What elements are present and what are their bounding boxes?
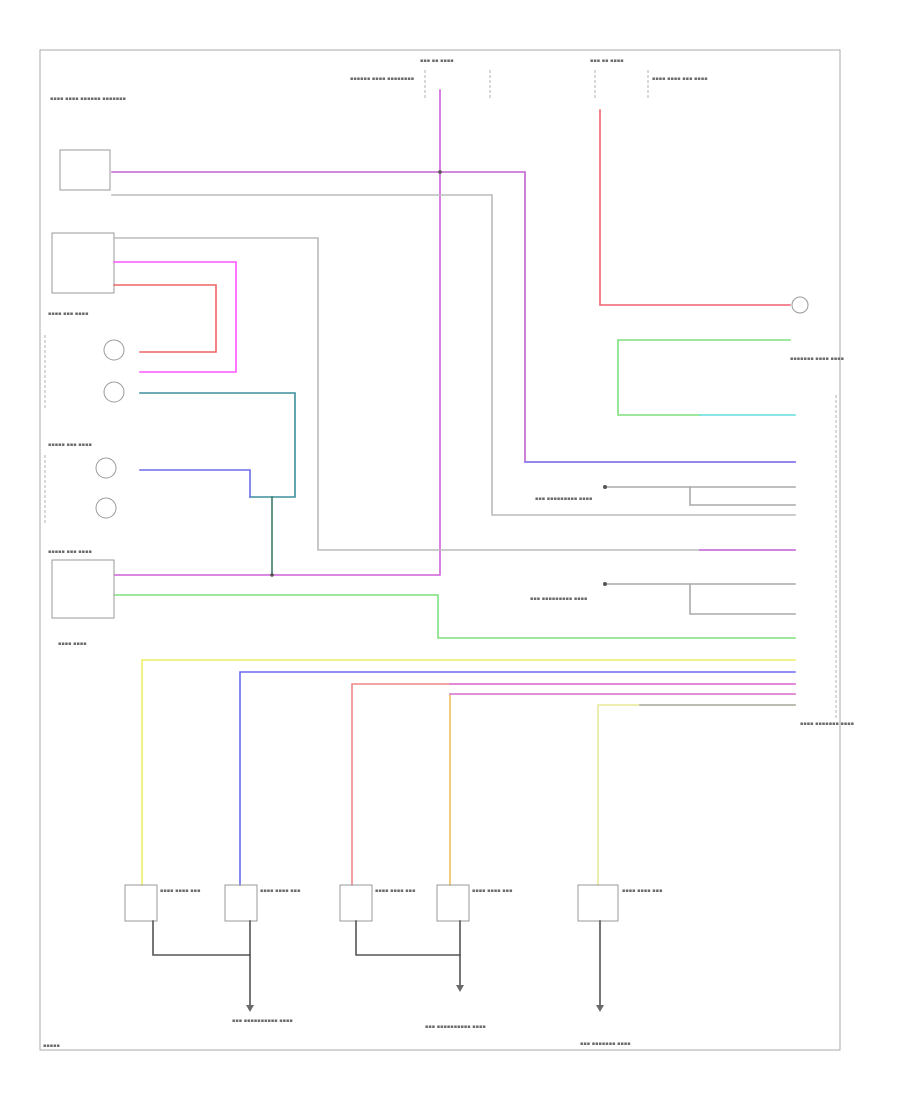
- wire-red-luggage: [599, 109, 791, 306]
- left-door-switch-label: ▪▪▪▪ ▪▪▪▪ ▪▪▪▪▪▪ ▪▪▪▪▪▪▪: [50, 96, 126, 102]
- fuse-note-a: ▪▪▪▪▪▪ ▪▪▪▪ ▪▪▪▪▪▪▪▪: [350, 76, 414, 82]
- door-switch-1-label: ▪▪▪▪ ▪▪▪▪ ▪▪▪: [160, 888, 200, 894]
- front-lamp-bulb-2: [95, 497, 117, 519]
- room-lamp-label: ▪▪▪▪ ▪▪▪▪: [58, 641, 87, 647]
- wire-red: [113, 284, 217, 353]
- door-switch-5-label: ▪▪▪▪ ▪▪▪▪ ▪▪▪: [622, 888, 662, 894]
- ground-symbol-b: [456, 985, 464, 992]
- wire-purple-main: [114, 89, 441, 576]
- room-lamp-box: [51, 559, 115, 619]
- wire-orange-bus: [449, 693, 796, 886]
- wire-junction-a2: [689, 486, 796, 506]
- door-switch-2: [224, 884, 258, 922]
- junction-dot-1: [438, 170, 442, 174]
- top-power-label-b: ▪▪▪ ▪▪ ▪▪▪▪: [590, 58, 624, 64]
- wire-purple-upper: [111, 171, 796, 463]
- luggage-lamp-bulb: [791, 296, 809, 314]
- wire-blue-bus: [239, 671, 796, 886]
- diagram-code: ▪▪▪▪▪: [43, 1043, 60, 1049]
- fuse-note-b: ▪▪▪▪ ▪▪▪▪ ▪▪▪ ▪▪▪▪: [652, 76, 708, 82]
- door-switch-3: [339, 884, 373, 922]
- junction-label-a: ▪▪▪ ▪▪▪▪▪▪▪▪▪ ▪▪▪▪: [535, 496, 592, 502]
- ground-symbol-c: [596, 1005, 604, 1012]
- wire-green-luggage: [617, 339, 791, 416]
- map-lamp-box: [51, 232, 115, 294]
- wire-ground-b: [355, 920, 461, 986]
- map-lamp-bulb-1: [103, 339, 125, 361]
- ground-label-b: ▪▪▪ ▪▪▪▪▪▪▪▪▪▪ ▪▪▪▪: [425, 1024, 486, 1030]
- ground-label-a: ▪▪▪ ▪▪▪▪▪▪▪▪▪▪ ▪▪▪▪: [232, 1018, 293, 1024]
- front-lamp-label-a: ▪▪▪▪▪ ▪▪▪ ▪▪▪▪: [48, 442, 92, 448]
- front-lamp-bulb-1: [95, 457, 117, 479]
- junction-dot-4: [603, 582, 607, 586]
- map-lamp-bulb-2: [103, 381, 125, 403]
- map-lamp-label: ▪▪▪▪ ▪▪▪ ▪▪▪▪: [48, 311, 88, 317]
- wire-yellow-bus: [141, 659, 796, 886]
- left-door-switch: [59, 149, 111, 191]
- wire-junction-b2: [689, 583, 796, 615]
- door-switch-3-label: ▪▪▪▪ ▪▪▪▪ ▪▪▪: [375, 888, 415, 894]
- door-switch-4: [436, 884, 470, 922]
- wire-blue: [139, 469, 251, 498]
- wire-ground-a: [152, 920, 251, 1006]
- front-lamp-label-b: ▪▪▪▪▪ ▪▪▪ ▪▪▪▪: [48, 549, 92, 555]
- door-switch-5: [577, 884, 619, 922]
- wire-magenta: [113, 261, 237, 373]
- top-power-label-a: ▪▪▪ ▪▪ ▪▪▪▪: [420, 58, 454, 64]
- ground-symbol-a: [246, 1005, 254, 1012]
- junction-label-b: ▪▪▪ ▪▪▪▪▪▪▪▪▪ ▪▪▪▪: [530, 596, 587, 602]
- junction-dot-3: [603, 485, 607, 489]
- body-control-label: ▪▪▪▪ ▪▪▪▪▪▪▪ ▪▪▪▪: [800, 721, 854, 727]
- door-switch-1: [124, 884, 158, 922]
- wire-gray-map: [113, 237, 796, 551]
- wire-teal: [139, 392, 296, 498]
- ground-label-c: ▪▪▪ ▪▪▪▪▪▪▪ ▪▪▪▪: [580, 1041, 631, 1047]
- door-switch-4-label: ▪▪▪▪ ▪▪▪▪ ▪▪▪: [472, 888, 512, 894]
- diagram-frame: [39, 49, 841, 1051]
- junction-dot-2: [270, 573, 274, 577]
- wire-red-bus: [351, 683, 796, 886]
- wire-yellowgray-bus: [597, 704, 796, 886]
- wire-green-room: [114, 594, 796, 639]
- wire-gray-door: [111, 194, 796, 516]
- luggage-lamp-label: ▪▪▪▪▪▪▪ ▪▪▪▪ ▪▪▪▪: [790, 356, 844, 362]
- door-switch-2-label: ▪▪▪▪ ▪▪▪▪ ▪▪▪: [260, 888, 300, 894]
